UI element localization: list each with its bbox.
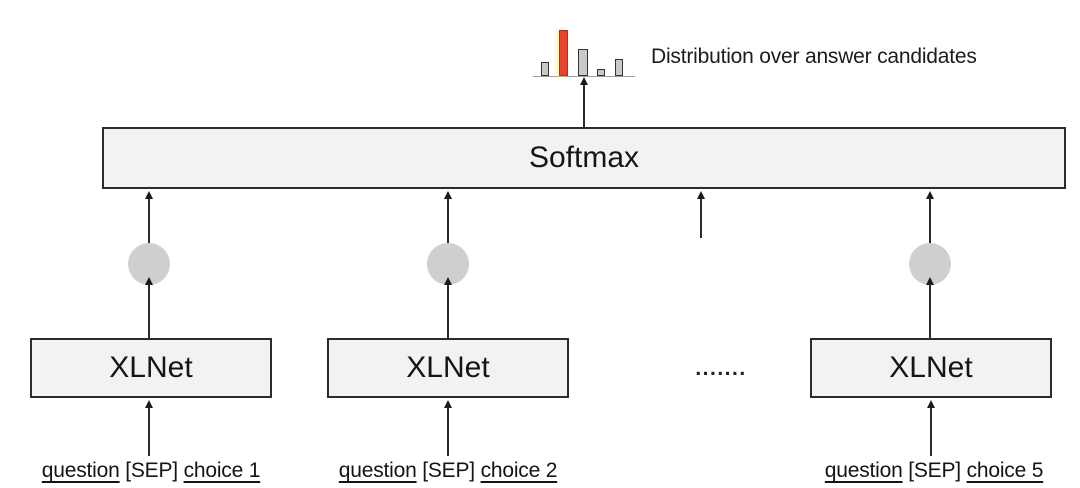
softmax-label: Softmax [528,141,640,174]
arrow-up-icon [926,400,935,408]
arrow-up-icon [144,277,153,285]
xlnet-box-1: XLNet [30,338,272,398]
arrow-up-icon [443,400,452,408]
arrow-line [447,407,449,456]
xlnet-label: XLNet [109,351,193,384]
arrow-line [148,198,150,244]
softmax-box: Softmax [102,127,1066,189]
sep-token: [SEP] [908,459,961,482]
question-token: question [41,459,120,482]
probability-bar [578,49,588,76]
arrow-up-icon [443,191,452,199]
distribution-label: Distribution over answer candidates [651,45,977,68]
xlnet-label: XLNet [889,351,973,384]
ellipsis-dots: ....... [695,357,747,380]
arrow-line [930,407,932,456]
input-sequence-1: question [SEP] choice 1 [30,459,272,483]
probability-bar [597,69,605,76]
choice-token: choice 2 [480,459,558,482]
arrow-up-icon [144,400,153,408]
arrow-line [929,284,931,338]
arrow-up-icon [443,277,452,285]
xlnet-label: XLNet [406,351,490,384]
xlnet-box-3: XLNet [810,338,1052,398]
arrow-up-icon [579,77,588,85]
choice-token: choice 1 [183,459,261,482]
arrow-line [583,85,585,127]
probability-bar [615,59,623,76]
arrow-up-icon [925,191,934,199]
arrow-up-icon [925,277,934,285]
arrow-up-icon [144,191,153,199]
question-token: question [824,459,903,482]
choice-token: choice 5 [966,459,1044,482]
xlnet-box-2: XLNet [327,338,569,398]
input-sequence-2: question [SEP] choice 2 [327,459,569,483]
arrow-line [700,198,702,238]
arrow-line [148,407,150,456]
sep-token: [SEP] [125,459,178,482]
arrow-line [929,198,931,244]
arrow-up-icon [696,191,705,199]
arrow-line [447,284,449,338]
probability-bar [559,30,568,76]
question-token: question [338,459,417,482]
mini-bar-chart [533,27,635,77]
sep-token: [SEP] [422,459,475,482]
arrow-line [447,198,449,244]
arrow-line [148,284,150,338]
probability-bar [541,62,549,76]
input-sequence-3: question [SEP] choice 5 [813,459,1055,483]
